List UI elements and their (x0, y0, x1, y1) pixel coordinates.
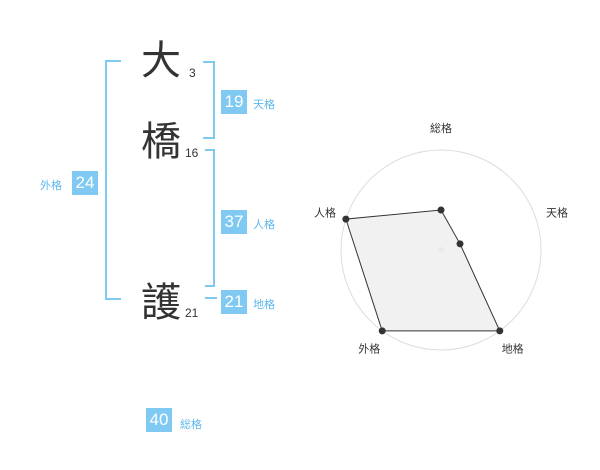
jinkaku-label: 人格 (253, 218, 275, 231)
jinkaku-bracket-vertical (213, 149, 215, 287)
name-char-1: 大 (141, 38, 181, 84)
radar-point-4 (378, 327, 386, 335)
stroke-count-2: 16 (185, 146, 199, 160)
tenkaku-bracket-top (203, 61, 215, 63)
chikaku-value-badge: 21 (221, 290, 247, 314)
gaikaku-bracket-top (105, 60, 121, 62)
stroke-count-3: 21 (185, 306, 199, 320)
radar-axis-label: 天格 (546, 205, 568, 219)
name-char-3: 護 (141, 280, 181, 326)
tenkaku-bracket-bottom (203, 137, 215, 139)
tenkaku-value-badge: 19 (221, 90, 247, 114)
radar-point-5 (342, 215, 350, 223)
radar-points (342, 206, 504, 335)
name-char-2: 橋 (141, 119, 181, 165)
jinkaku-bracket-bottom (205, 285, 215, 287)
jinkaku-bracket-top (205, 149, 215, 151)
radar-point-1 (437, 206, 445, 214)
gaikaku-bracket-vertical (105, 60, 107, 300)
tenkaku-label: 天格 (253, 98, 275, 111)
radar-axis-label: 人格 (314, 205, 336, 219)
gaikaku-value-badge: 24 (72, 171, 98, 195)
radar-point-3 (496, 327, 504, 335)
radar-axis-label: 外格 (358, 342, 380, 356)
radar-polygon (345, 209, 501, 332)
tenkaku-bracket-vertical (213, 61, 215, 139)
gaikaku-label: 外格 (40, 179, 62, 192)
radar-point-2 (456, 240, 464, 248)
chikaku-label: 地格 (253, 298, 275, 311)
soukaku-value-badge: 40 (146, 408, 172, 432)
gaikaku-bracket-bottom (105, 298, 121, 300)
chikaku-bracket-tick (205, 297, 217, 299)
radar-axis-label: 総格 (430, 121, 452, 135)
soukaku-label: 総格 (180, 418, 202, 431)
stroke-count-1: 3 (189, 66, 196, 80)
radar-axis-label: 地格 (502, 342, 524, 356)
jinkaku-value-badge: 37 (221, 210, 247, 234)
